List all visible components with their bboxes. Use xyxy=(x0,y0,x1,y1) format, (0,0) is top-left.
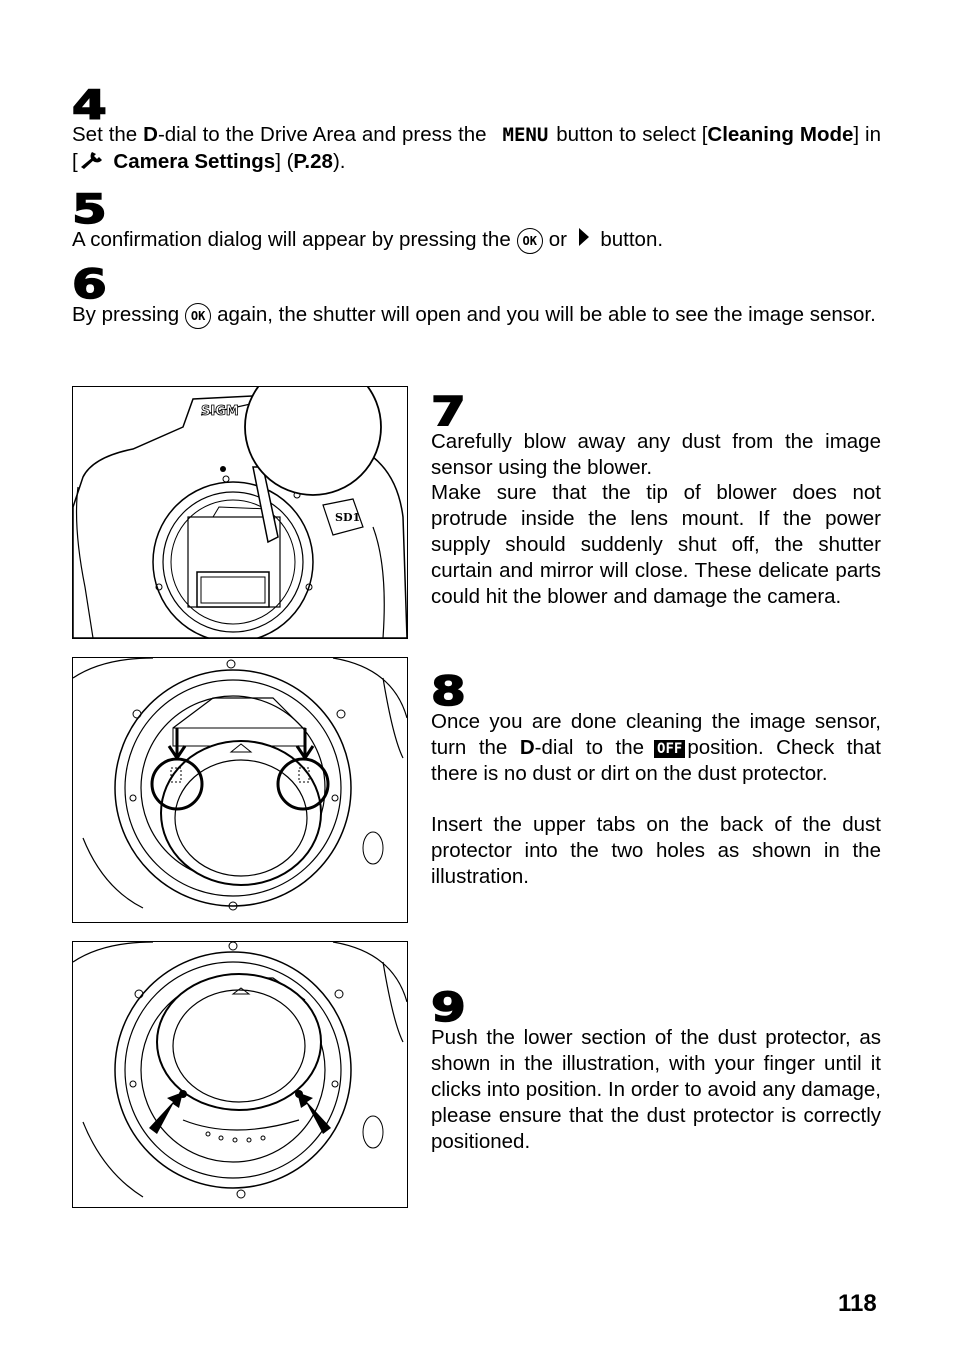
cleaning-mode-label: Cleaning Mode xyxy=(707,123,854,146)
step-7-paragraph-1: Carefully blow away any dust from the im… xyxy=(431,430,881,479)
dust-protector-push-drawing xyxy=(73,942,407,1199)
step-4-text-part: ] ( xyxy=(275,149,294,173)
step-6-text-part: By pressing xyxy=(72,303,180,326)
ok-button-icon: OK xyxy=(185,302,212,329)
step-4-text-part: ] in [ xyxy=(72,123,881,173)
d-dial-label: D xyxy=(143,123,158,146)
step-6-text-part: again, the shutter will open and you wil… xyxy=(217,303,876,326)
camera-blower-drawing: SIGM SD1 xyxy=(73,387,407,638)
step-8-text-part: Once you are done cleaning the image sen… xyxy=(431,710,881,759)
step-4-text-part: ). xyxy=(332,149,346,173)
step-4-text-part: -dial to the Drive Area and press the xyxy=(157,123,487,146)
camera-model-text: SD1 xyxy=(335,511,360,524)
step-8-text-part: position. Check that there is no dust or… xyxy=(431,736,881,785)
camera-settings-label: Camera Settings xyxy=(113,149,276,173)
step-4-text: Set the D-dial to the Drive Area and pre… xyxy=(72,122,881,177)
insert-dust-protector-illustration xyxy=(72,657,408,923)
push-dust-protector-illustration xyxy=(72,941,408,1208)
step-8-paragraph-1: Once you are done cleaning the image sen… xyxy=(431,709,881,787)
blower-cleaning-illustration: SIGM SD1 xyxy=(72,386,408,639)
off-position-symbol: OFF xyxy=(654,739,686,758)
step-number-7: 7 xyxy=(430,389,467,435)
step-5-text-part: A confirmation dialog will appear by pre… xyxy=(72,227,511,251)
dust-protector-insert-drawing xyxy=(73,658,407,911)
page-number: 118 xyxy=(838,1290,877,1317)
right-arrow-button-icon xyxy=(573,226,595,255)
step-number-8: 8 xyxy=(430,669,467,715)
page-reference: P.28 xyxy=(293,149,333,173)
step-9-paragraph: Push the lower section of the dust prote… xyxy=(431,1026,881,1153)
step-4-text-part: button to select [ xyxy=(556,123,708,146)
step-number-5: 5 xyxy=(71,187,108,233)
ok-button-icon: OK xyxy=(516,227,543,254)
step-8-paragraph-2: Insert the upper tabs on the back of the… xyxy=(431,813,881,888)
step-number-4: 4 xyxy=(71,83,108,129)
d-dial-label: D xyxy=(519,736,535,759)
step-7-paragraph-2: Make sure that the tip of blower does no… xyxy=(431,481,881,608)
step-5-text-part: or xyxy=(548,227,567,251)
menu-button-symbol: MENU xyxy=(502,124,549,146)
step-number-9: 9 xyxy=(430,985,467,1031)
step-8-text-part: -dial to the xyxy=(534,736,645,759)
camera-brand-text: SIGM xyxy=(201,404,239,419)
step-5-text: A confirmation dialog will appear by pre… xyxy=(72,226,881,255)
step-4-text-part: Set the xyxy=(72,123,144,146)
wrench-icon xyxy=(78,148,108,177)
step-number-6: 6 xyxy=(71,262,108,308)
step-5-text-part: button. xyxy=(600,227,664,251)
